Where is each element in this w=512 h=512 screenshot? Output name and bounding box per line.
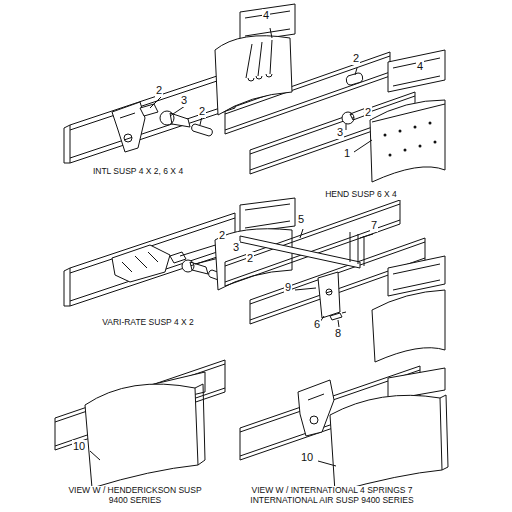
bolt	[330, 312, 346, 320]
callout-number: 3	[232, 241, 240, 254]
callout-number: 4	[262, 9, 270, 22]
callout-number: 6	[313, 318, 321, 331]
bushing	[346, 73, 362, 85]
mudflap	[85, 384, 198, 488]
spring-hanger	[298, 380, 334, 436]
mudflap-bracket	[240, 198, 295, 233]
frame-rail	[64, 213, 235, 306]
callout-number: 7	[370, 219, 378, 232]
view-caption: VIEW W / INTERNATIONAL 4 SPRINGS 7 INTER…	[222, 486, 442, 506]
mudflap	[370, 100, 445, 182]
spring-hanger	[112, 102, 145, 152]
mudflap-bracket	[388, 50, 445, 92]
mudflap	[215, 36, 292, 115]
mudflap	[215, 229, 292, 290]
callout-number: 8	[334, 327, 342, 340]
callout-number: 1	[343, 147, 351, 160]
shackle-pin	[140, 104, 158, 116]
shackle-pin	[192, 124, 213, 136]
frame-rail	[225, 200, 400, 286]
view-caption: HEND SUSP 6 X 4	[300, 190, 422, 200]
mudflap-edge	[195, 384, 205, 465]
callout-number: 2	[352, 52, 360, 65]
spring-hanger	[112, 245, 170, 282]
mudflap-bracket	[388, 256, 445, 296]
mudflap-edge	[440, 395, 448, 470]
leader-line	[150, 96, 202, 125]
leader-line	[270, 28, 272, 38]
callout-number: 10	[72, 440, 86, 453]
callout-number: 2	[155, 84, 163, 97]
leader-line	[354, 62, 422, 152]
callout-number: 2	[218, 229, 226, 242]
mudflap-strip	[372, 104, 445, 122]
mudflap	[330, 395, 442, 492]
callout-number: 10	[300, 451, 314, 464]
frame-rail	[64, 70, 235, 163]
leader-line	[295, 229, 373, 334]
callout-number: 4	[416, 60, 424, 73]
leader-line	[346, 68, 367, 130]
callout-number: 3	[336, 126, 344, 139]
callout-number: 9	[284, 281, 292, 294]
tube-bracket	[318, 272, 340, 318]
spring-rod	[246, 40, 272, 81]
callout-number: 2	[198, 105, 206, 118]
mudflap	[372, 290, 445, 362]
shackle-link	[160, 111, 190, 127]
callout-number: 2	[364, 106, 372, 119]
callout-number: 5	[297, 213, 305, 226]
leader-line	[90, 451, 100, 460]
callout-number: 2	[246, 252, 254, 265]
view-caption: VIEW W / HENDERICKSON SUSP 9400 SERIES	[58, 486, 212, 506]
cross-tube	[240, 236, 360, 268]
leader-line	[318, 461, 336, 466]
view-caption: INTL SUSP 4 X 2, 6 X 4	[62, 167, 214, 177]
view-caption: VARI-RATE SUSP 4 X 2	[72, 318, 224, 328]
rivet-holes	[384, 122, 437, 157]
callout-number: 3	[180, 94, 188, 107]
